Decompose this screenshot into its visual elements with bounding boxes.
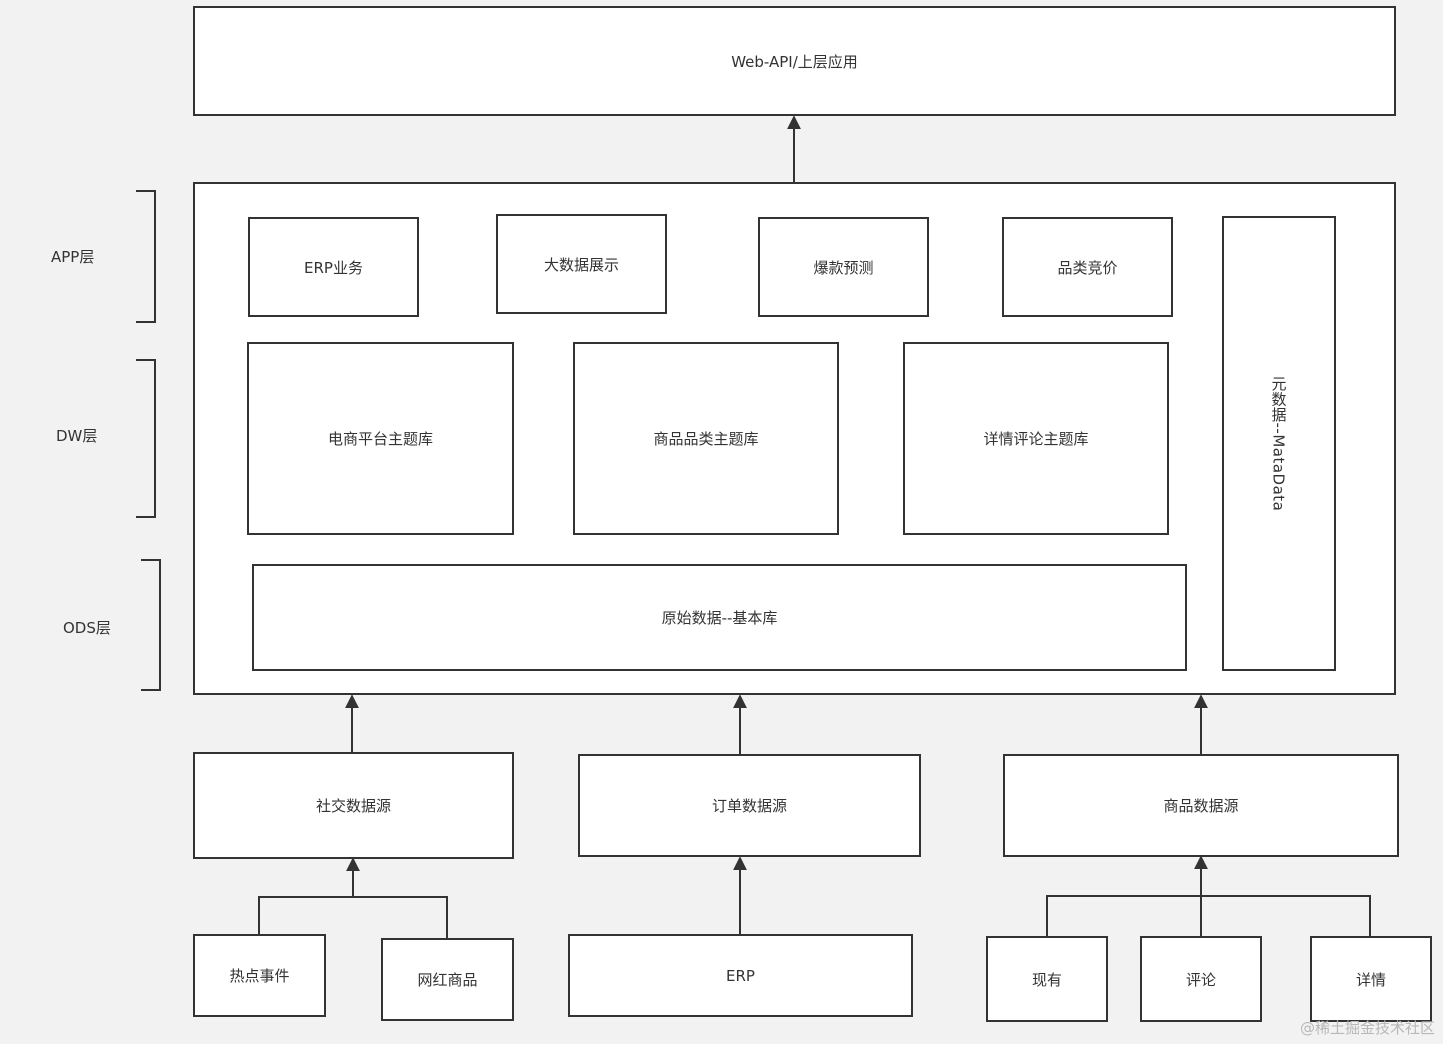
dw-layer-label: DW层 [56, 427, 98, 445]
app-layer-bracket [136, 190, 156, 323]
detail-review-box: 详情评论主题库 [903, 342, 1169, 535]
social-source-label: 社交数据源 [315, 797, 391, 815]
raw-data-box: 原始数据--基本库 [252, 564, 1187, 671]
ods-layer-label: ODS层 [63, 619, 111, 637]
hot-events-box: 热点事件 [193, 934, 326, 1017]
hot-item-prediction-box: 爆款预测 [758, 217, 929, 317]
erp-input-box: ERP [568, 934, 913, 1017]
product-category-label: 商品品类主题库 [653, 430, 759, 448]
ecommerce-platform-box: 电商平台主题库 [247, 342, 514, 535]
category-pricing-box: 品类竞价 [1002, 217, 1173, 317]
metadata-box: 元数据--MataData [1222, 216, 1336, 671]
hot-events-label: 热点事件 [229, 967, 290, 985]
existing-box: 现有 [986, 936, 1108, 1022]
connector-product-inputs [1046, 895, 1371, 936]
ecommerce-platform-label: 电商平台主题库 [327, 430, 433, 448]
web-api-box: Web-API/上层应用 [193, 6, 1396, 116]
ods-layer-bracket [141, 559, 161, 691]
category-pricing-label: 品类竞价 [1057, 258, 1118, 277]
product-source-box: 商品数据源 [1003, 754, 1399, 857]
erp-business-label: ERP业务 [304, 258, 363, 277]
reviews-box: 评论 [1140, 936, 1262, 1022]
erp-business-box: ERP业务 [248, 217, 419, 317]
watermark: @稀土掘金技术社区 [1299, 1019, 1435, 1037]
web-api-label: Web-API/上层应用 [731, 52, 858, 71]
big-data-display-label: 大数据展示 [543, 255, 619, 274]
connector-social-inputs [258, 896, 448, 938]
erp-input-label: ERP [726, 966, 755, 985]
dw-layer-bracket [136, 359, 156, 518]
reviews-label: 评论 [1185, 970, 1216, 989]
hot-item-prediction-label: 爆款预测 [813, 258, 874, 277]
detail-review-label: 详情评论主题库 [983, 430, 1089, 448]
social-source-box: 社交数据源 [193, 752, 514, 859]
big-data-display-box: 大数据展示 [496, 214, 667, 314]
influencer-products-label: 网红商品 [417, 971, 478, 989]
raw-data-label: 原始数据--基本库 [661, 609, 778, 627]
app-layer-label: APP层 [51, 248, 95, 266]
order-source-label: 订单数据源 [711, 797, 787, 815]
details-label: 详情 [1355, 970, 1386, 989]
details-box: 详情 [1310, 936, 1432, 1022]
order-source-box: 订单数据源 [578, 754, 921, 857]
influencer-products-box: 网红商品 [381, 938, 514, 1021]
product-category-box: 商品品类主题库 [573, 342, 839, 535]
existing-label: 现有 [1031, 970, 1062, 989]
product-source-label: 商品数据源 [1163, 797, 1239, 815]
metadata-label: 元数据--MataData [1269, 375, 1288, 512]
